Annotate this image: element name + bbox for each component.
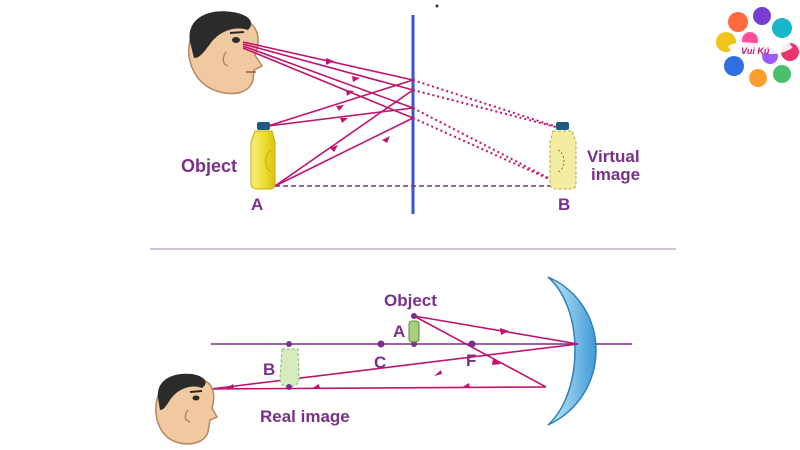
observer-face-bottom: [155, 373, 219, 445]
point-c-label: C: [374, 353, 386, 372]
object-label-bottom: Object: [384, 291, 437, 310]
object-label-top: Object: [181, 156, 237, 176]
point-a-label-bottom: A: [393, 322, 405, 341]
virtual-image-label-line2: image: [591, 165, 640, 184]
virtual-ray-extensions: [412, 79, 561, 185]
real-image-label: Real image: [260, 407, 350, 426]
concave-ray-arrows: [225, 328, 509, 389]
concave-mirror-figure: Object A B C F Real image: [155, 276, 632, 445]
incident-rays: [267, 79, 414, 187]
incident-ray-arrows: [330, 105, 390, 152]
real-image-bottle: [279, 341, 300, 390]
object-small-bottle: [408, 320, 420, 343]
logo-text: Vui Kú: [741, 46, 770, 56]
object-top-point: [411, 313, 417, 319]
virtual-image-bottle: [549, 122, 577, 190]
brand-logo: Vui Kú: [716, 7, 799, 87]
center-of-curvature-point: [377, 340, 385, 348]
observer-face-top: [188, 11, 264, 95]
point-b-label-bottom: B: [263, 360, 275, 379]
focus-point: [468, 340, 476, 348]
concave-rays: [210, 315, 579, 390]
concave-mirror: [547, 276, 597, 426]
point-f-label: F: [466, 351, 476, 370]
reflected-ray-arrows: [326, 58, 360, 96]
point-b-label-top: B: [558, 195, 570, 214]
point-a-label-top: A: [251, 195, 263, 214]
virtual-image-label-line1: Virtual: [587, 147, 640, 166]
plane-mirror-figure: Object A B Virtual image: [181, 4, 640, 214]
object-bottle: [250, 122, 276, 190]
